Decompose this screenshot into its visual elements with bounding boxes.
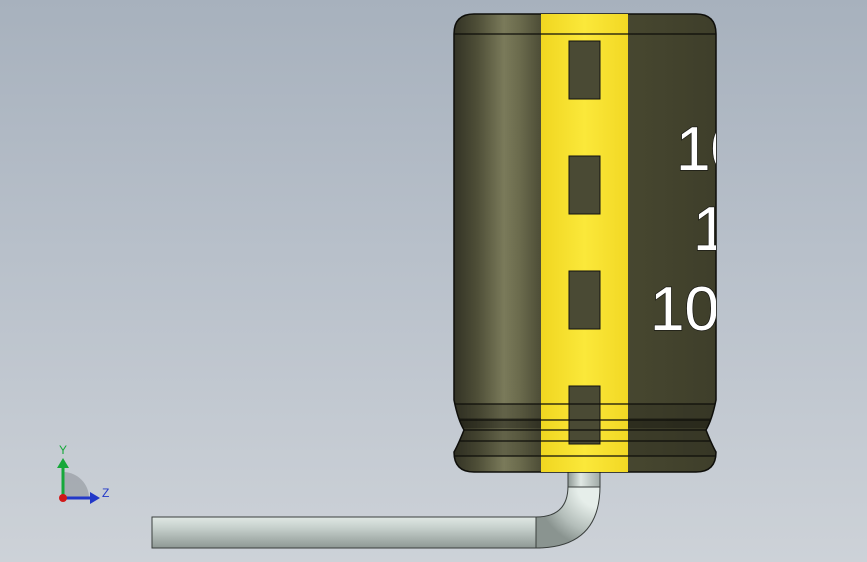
temperature-marking: 105 [650,275,753,344]
stripe-mark [568,385,601,445]
polarity-stripe[interactable] [541,14,628,472]
body-edge-lines [454,33,716,457]
lead-wire-bend[interactable] [535,485,601,549]
axis-triad[interactable] [57,458,100,504]
triad-plane-indicator [63,472,89,498]
voltage-marking: 1! [693,195,745,264]
capacitor-outline [453,13,717,473]
capacitance-marking: 10 [676,115,745,184]
triad-origin [59,494,67,502]
lead-wire-horizontal[interactable] [151,516,541,549]
z-axis-arrow [90,492,100,504]
y-axis-label: Y [59,443,68,457]
stripe-mark [568,155,601,215]
y-axis-arrow [57,458,69,468]
stripe-mark [568,270,601,330]
z-axis-label: Z [102,486,110,500]
stripe-mark [568,40,601,100]
